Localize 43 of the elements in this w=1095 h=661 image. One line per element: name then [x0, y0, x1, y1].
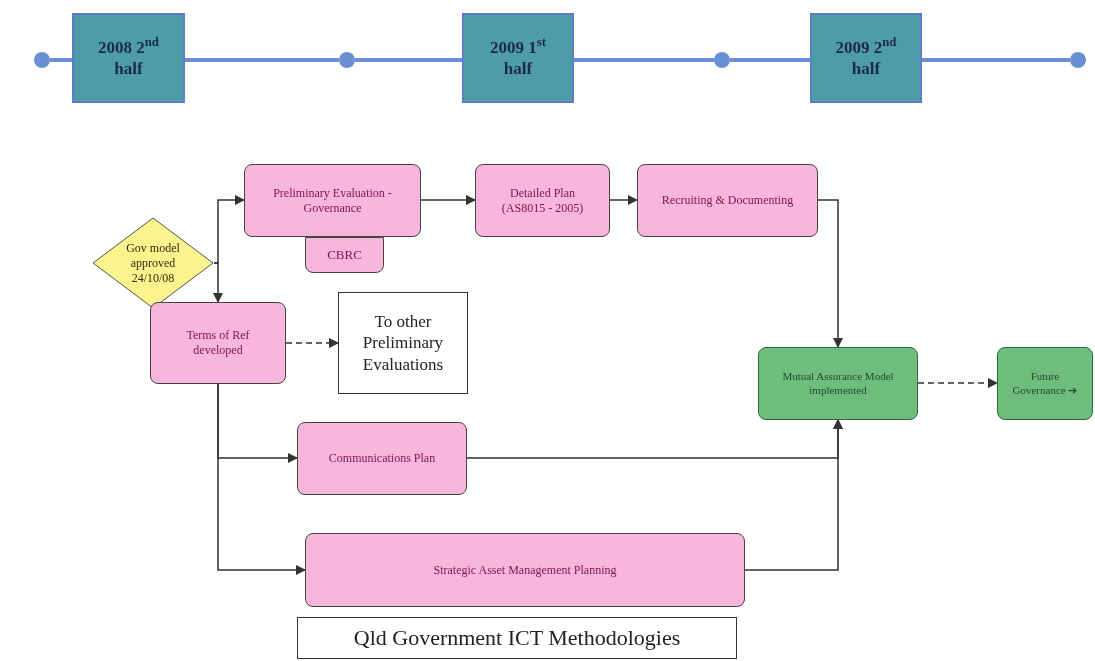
process-box: [475, 164, 610, 237]
tab-box: [305, 237, 384, 273]
node-text: CBRC: [327, 246, 362, 264]
arrow: [212, 262, 224, 304]
connector-line: [574, 58, 714, 62]
process-box: [305, 533, 745, 607]
node-text: To other Preliminary Evaluations: [361, 311, 445, 375]
connector-line: [185, 58, 339, 62]
node-text: Gov model approved 24/10/08: [125, 240, 181, 286]
connector-line: [730, 58, 810, 62]
node-text: Detailed Plan (AS8015 - 2005): [500, 185, 585, 216]
note-box: [338, 292, 468, 394]
connector-line: [50, 58, 72, 62]
node-text: Qld Government ICT Methodologies: [353, 624, 681, 652]
process-box: [244, 164, 421, 237]
period-box: [810, 13, 922, 103]
arrow: [609, 194, 639, 206]
arrow: [420, 194, 477, 206]
arrow: [917, 377, 999, 389]
process-box: [637, 164, 818, 237]
node-text: Recruiting & Documenting: [661, 193, 794, 208]
node-text: 2009 1$^{st}$ half: [489, 36, 547, 80]
period-box: [72, 13, 185, 103]
arrow: [744, 418, 844, 571]
node-text: Communications Plan: [328, 451, 436, 466]
outcome-box: [997, 347, 1093, 420]
process-box: [297, 422, 467, 495]
period-box: [462, 13, 574, 103]
node-text: Preliminary Evaluation - Governance: [272, 185, 393, 216]
node-text: 2009 2$^{nd}$ half: [834, 36, 898, 80]
outcome-box: [758, 347, 918, 420]
process-box: [150, 302, 286, 384]
arrow: [817, 199, 844, 349]
caption-box: [297, 617, 737, 659]
connector-line: [355, 58, 462, 62]
arrow: [285, 337, 340, 349]
node-text: Mutual Assurance Model implemented: [781, 369, 895, 398]
node-text: 2008 2$^{nd}$ half: [97, 36, 160, 80]
arrow: [217, 383, 307, 576]
node-text: Terms of Ref developed: [185, 328, 251, 358]
connector-line: [922, 58, 1070, 62]
node-text: Strategic Asset Management Planning: [433, 562, 617, 578]
node-text: Future Governance ➔: [1011, 369, 1079, 398]
